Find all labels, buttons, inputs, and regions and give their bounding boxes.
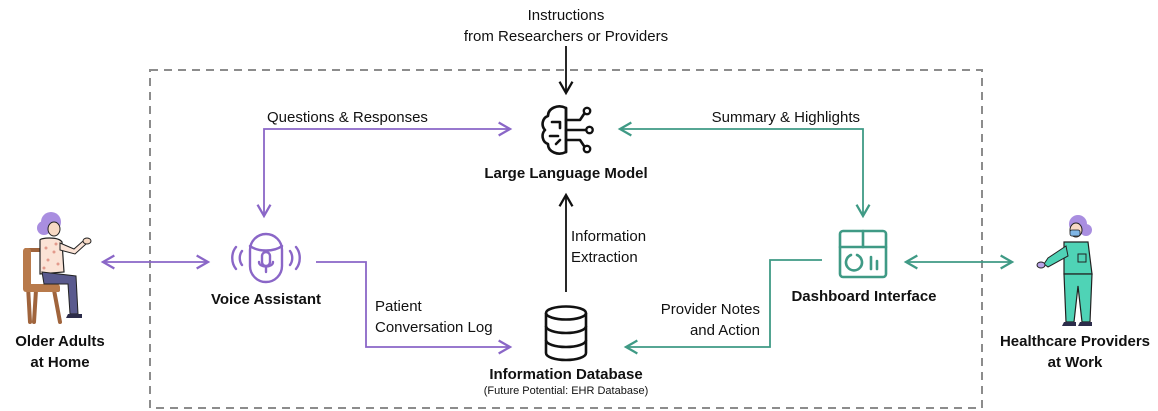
patient-log-line2: Conversation Log	[375, 319, 493, 336]
instructions-line2: from Researchers or Providers	[463, 28, 669, 45]
database-title: Information Database	[489, 366, 643, 383]
providers-line1: Healthcare Providers	[999, 333, 1151, 350]
smart-speaker-mic-icon	[230, 230, 302, 286]
patient-log-label: Patient Conversation Log	[375, 296, 493, 338]
information-extraction-line2: Extraction	[571, 249, 638, 266]
instructions-line1: Instructions	[527, 7, 605, 24]
information-extraction-line1: Information	[571, 228, 647, 245]
summary-highlights-label: Summary & Highlights	[711, 109, 860, 126]
provider-notes-line2: and Action	[689, 322, 760, 339]
providers-label: Healthcare Providers at Work	[992, 331, 1158, 373]
information-extraction-label: Information Extraction	[571, 226, 646, 268]
healthcare-provider-figure	[1026, 212, 1106, 330]
voice-assistant-title: Voice Assistant	[210, 291, 322, 308]
dashboard-layout-icon	[838, 229, 888, 279]
arrow-patient-log	[316, 261, 513, 355]
dashboard-title: Dashboard Interface	[791, 288, 937, 305]
arrow-questions-responses	[256, 121, 513, 219]
older-adults-label: Older Adults at Home	[0, 331, 120, 373]
arrow-summary-highlights	[617, 121, 871, 219]
database-icon	[542, 304, 590, 362]
older-adults-line1: Older Adults	[15, 333, 105, 350]
instructions-label: Instructions from Researchers or Provide…	[416, 5, 716, 47]
arrow-provider-notes	[623, 259, 822, 355]
providers-line2: at Work	[1047, 354, 1103, 371]
system-boundary	[149, 69, 983, 409]
older-adult-figure	[18, 210, 98, 325]
patient-log-line1: Patient	[375, 298, 422, 315]
brain-circuit-icon	[536, 100, 596, 160]
llm-title: Large Language Model	[484, 165, 648, 182]
older-adults-line2: at Home	[30, 354, 90, 371]
questions-responses-label: Questions & Responses	[267, 109, 428, 126]
database-subtitle: (Future Potential: EHR Database)	[483, 385, 649, 397]
provider-notes-label: Provider Notes and Action	[600, 299, 760, 341]
provider-notes-line1: Provider Notes	[660, 301, 760, 318]
